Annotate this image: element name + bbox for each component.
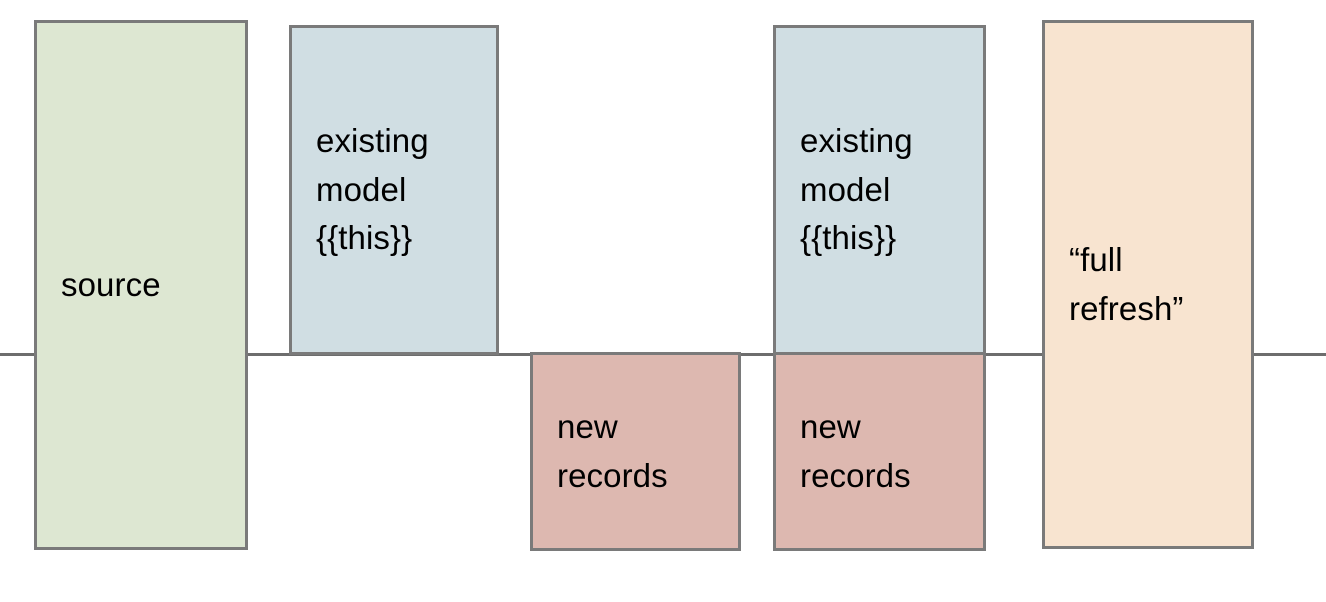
node-label-new-records-1: new records <box>557 407 668 494</box>
node-existing-model-1[interactable]: existing model {{this}} <box>289 25 499 355</box>
node-new-records-1[interactable]: new records <box>530 352 741 551</box>
node-source[interactable]: source <box>34 20 248 550</box>
node-label-full-refresh: “full refresh” <box>1069 240 1184 327</box>
node-label-source: source <box>61 265 161 303</box>
node-full-refresh[interactable]: “full refresh” <box>1042 20 1254 549</box>
node-label-existing-model-1: existing model {{this}} <box>316 121 429 257</box>
node-label-new-records-2: new records <box>800 407 911 494</box>
node-existing-model-2[interactable]: existing model {{this}} <box>773 25 986 355</box>
node-label-existing-model-2: existing model {{this}} <box>800 121 913 257</box>
node-new-records-2[interactable]: new records <box>773 352 986 551</box>
